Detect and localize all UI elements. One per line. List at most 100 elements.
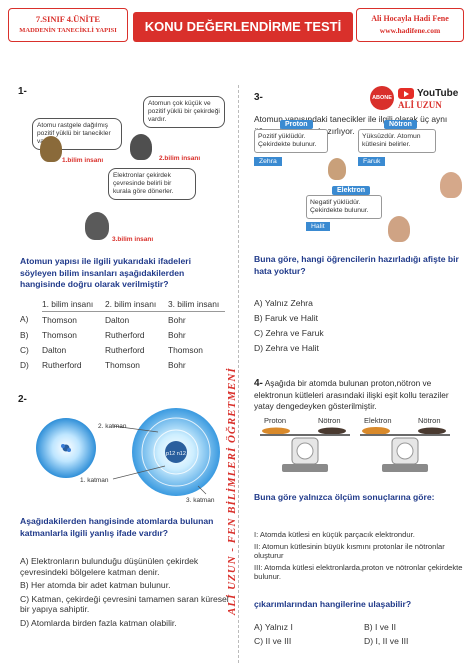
option-letter: D) (20, 359, 29, 370)
large-nucleus (165, 441, 187, 463)
option-letter: B) (20, 329, 29, 340)
table-cell: Rutherford (105, 329, 145, 340)
q2-option-c[interactable]: C) Katman, çekirdeği çevresini tamamen s… (20, 593, 229, 615)
scales-diagram: Proton Nötron Elektron Nötron (260, 416, 450, 472)
q2-option-b[interactable]: B) Her atomda bir adet katman bulunur. (20, 580, 171, 590)
q4-option-d[interactable]: D) I, II ve III (364, 636, 409, 646)
q1-header-2: 2. bilim insanı (105, 296, 168, 312)
scientist-1-label: 1.bilim insanı (62, 157, 104, 164)
scientist-2-label: 2.bilim insanı (159, 155, 201, 162)
student-zehra-avatar (328, 158, 346, 180)
q4-statements: I: Atomda kütlesi en küçük parçacık elek… (254, 530, 466, 582)
youtube-play-icon (398, 88, 414, 99)
table-cell: Thomson (105, 359, 140, 370)
unit-badge: 7.SINIF 4.ÜNİTE MADDENİN TANECİKLİ YAPIS… (8, 8, 128, 42)
scientist-2-icon (130, 134, 152, 160)
q3-option-d[interactable]: D) Zehra ve Halit (254, 343, 319, 353)
q3-option-b[interactable]: B) Faruk ve Halit (254, 313, 318, 323)
label-katman-1: 1. katman (80, 477, 109, 484)
q4-statement-2: II: Atomun kütlesinin büyük kısmını prot… (254, 541, 445, 561)
q2-number: 2- (18, 394, 27, 405)
q1-option-d[interactable]: D) Rutherford Thomson Bohr (20, 357, 225, 372)
label-katman-2: 2. katman (98, 423, 127, 430)
poster-text: Pozitif yüklüdür. Çekirdekte bulunur. (254, 129, 328, 154)
q4-intro-text: Aşağıda bir atomda bulunan proton,nötron… (254, 378, 449, 411)
scientist-3-label: 3.bilim insanı (112, 236, 154, 243)
q1-option-a[interactable]: A) Thomson Dalton Bohr (20, 312, 225, 328)
table-cell: Rutherford (105, 344, 145, 355)
q3-option-c[interactable]: C) Zehra ve Faruk (254, 328, 324, 338)
poster-text: Negatif yüklüdür. Çekirdekte bulunur. (306, 195, 382, 220)
q1-option-c[interactable]: C) Dalton Rutherford Thomson (20, 342, 225, 357)
q4-option-c[interactable]: C) II ve III (254, 636, 292, 646)
q2-question: Aşağıdakilerden hangisinde atomlarda bul… (20, 516, 214, 538)
youtube-text: YouTube (417, 88, 459, 99)
youtube-logo[interactable]: YouTube ALİ UZUN (398, 88, 468, 112)
q4-question: Buna göre yalnızca ölçüm sonuçlarına gör… (254, 492, 435, 502)
student-faruk-avatar (440, 172, 462, 198)
nucleus-label: p12 n12 (166, 451, 186, 457)
q1-bubble-2: Atomun çok küçük ve pozitif yüklü bir çe… (143, 96, 225, 128)
q3-option-a[interactable]: A) Yalnız Zehra (254, 298, 313, 308)
notron-pile-2 (418, 427, 446, 435)
poster-faruk: Nötron Yüksüzdür. Atomun kütlesini belir… (358, 120, 448, 185)
unit-subtitle: MADDENİN TANECİKLİ YAPISI (19, 27, 117, 34)
q4-option-a[interactable]: A) Yalnız I (254, 622, 293, 632)
q4-option-b[interactable]: B) I ve II (364, 622, 396, 632)
label-katman-3: 3. katman (186, 497, 215, 504)
scientist-3-icon (85, 212, 109, 240)
table-cell: Thomson (42, 314, 77, 325)
scale2-left-label: Elektron (364, 416, 392, 425)
q1-header-3: 3. bilim insanı (168, 296, 225, 312)
website-link[interactable]: www.hadifene.com (379, 26, 441, 35)
table-cell: Thomson (42, 329, 77, 340)
proton-pile (262, 427, 290, 435)
atom-diagram: p12 n12 2. katman 1. katman 3. katman (36, 408, 220, 504)
option-letter: A) (20, 314, 29, 325)
poster-tag: Elektron (332, 186, 371, 195)
scale1-left-label: Proton (264, 416, 286, 425)
q4-ask: çıkarımlarından hangilerine ulaşabilir? (254, 599, 412, 609)
table-cell: Bohr (168, 314, 186, 325)
scientist-1-icon (40, 136, 62, 162)
option-letter: C) (20, 344, 29, 355)
poster-tag: Nötron (384, 120, 417, 129)
table-cell: Dalton (42, 344, 67, 355)
column-divider (238, 85, 239, 663)
table-cell: Bohr (168, 329, 186, 340)
table-cell: Dalton (105, 314, 130, 325)
unit-title: 7.SINIF 4.ÜNİTE (35, 14, 101, 24)
q4-statement-1: I: Atomda kütlesi en küçük parçacık elek… (254, 530, 415, 539)
channel-name: ALİ UZUN (398, 100, 442, 110)
page-title: KONU DEĞERLENDİRME TESTİ (133, 12, 353, 42)
poster-text: Yüksüzdür. Atomun kütlesini belirler. (358, 129, 436, 154)
q3-question: Buna göre, hangi öğrencilerin hazırladığ… (254, 254, 459, 276)
student-name: Faruk (358, 157, 386, 166)
q3-options: A) Yalnız Zehra B) Faruk ve Halit C) Zeh… (254, 296, 464, 356)
q1-bubble-3: Elektronlar çekirdek çevresinde belirli … (108, 168, 196, 200)
q4-options: A) Yalnız I B) I ve II C) II ve III D) I… (254, 620, 464, 648)
q4-intro: 4- Aşağıda bir atomda bulunan proton,nöt… (254, 378, 464, 413)
subscribe-button[interactable]: ABONE OL (370, 86, 394, 125)
q2-option-a[interactable]: A) Elektronların bulunduğu düşünülen çek… (20, 556, 199, 577)
student-name: Zehra (254, 157, 282, 166)
student-halit-avatar (388, 216, 410, 242)
author-name: Ali Hocayla Hadi Fene (371, 14, 449, 23)
q2-options: A) Elektronların bulunduğu düşünülen çek… (20, 556, 230, 628)
q1-answer-table: 1. bilim insanı 2. bilim insanı 3. bilim… (20, 296, 225, 372)
author-badge: Ali Hocayla Hadi Fene www.hadifene.com (356, 8, 464, 42)
notron-pile (318, 427, 346, 435)
poster-zehra: Proton Pozitif yüklüdür. Çekirdekte bulu… (254, 120, 340, 185)
scale2-right-label: Nötron (418, 416, 441, 425)
table-cell: Bohr (168, 359, 186, 370)
q4-number: 4- (254, 378, 263, 389)
q1-option-b[interactable]: B) Thomson Rutherford Bohr (20, 327, 225, 342)
scale1-right-label: Nötron (318, 416, 341, 425)
q2-option-d[interactable]: D) Atomlarda birden fazla katman olabili… (20, 617, 177, 628)
q3-number: 3- (254, 92, 263, 103)
q1-header-1: 1. bilim insanı (42, 296, 105, 312)
poster-tag: Proton (280, 120, 313, 129)
elektron-pile (362, 427, 390, 435)
q4-statement-3: III: Atomda kütlesi elektronlarda,proton… (254, 562, 463, 582)
table-cell: Rutherford (42, 359, 82, 370)
